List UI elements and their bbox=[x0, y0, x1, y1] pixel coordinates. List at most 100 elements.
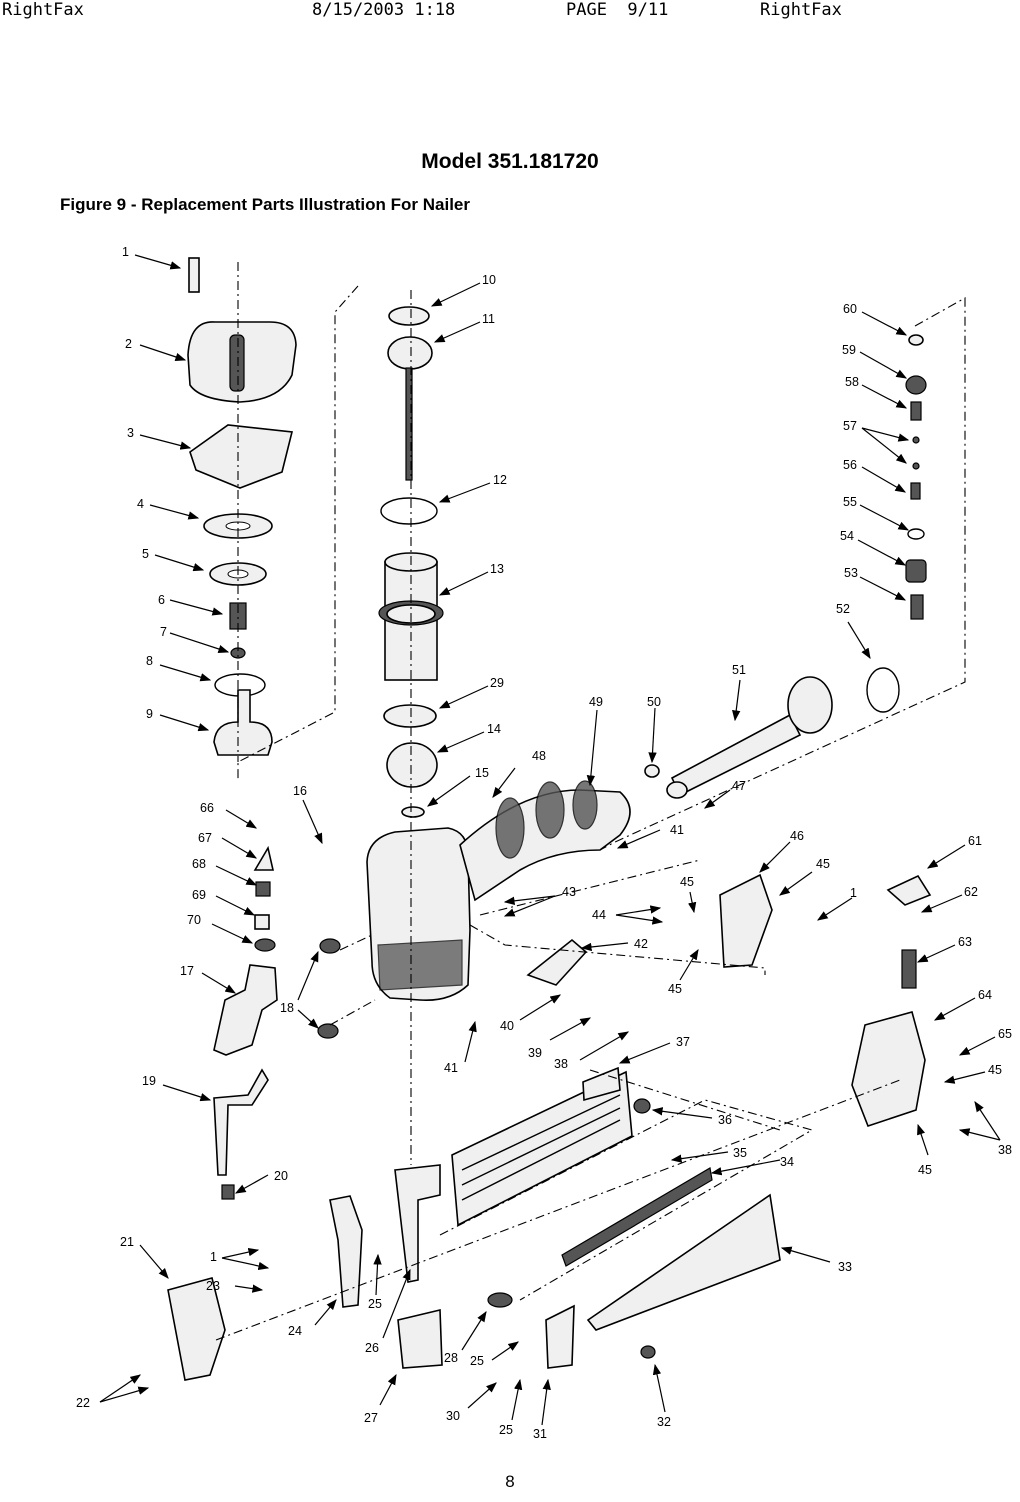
callout-label: 57 bbox=[843, 419, 857, 433]
callout-arrows bbox=[99, 254, 1001, 1426]
callout-label: 33 bbox=[838, 1260, 852, 1274]
seal bbox=[388, 306, 430, 326]
callout-label: 25 bbox=[470, 1354, 484, 1368]
exhaust-deflector bbox=[644, 676, 833, 799]
callout-label: 20 bbox=[274, 1169, 288, 1183]
callout-label: 69 bbox=[192, 888, 206, 902]
callout-label: 48 bbox=[532, 749, 546, 763]
callout-label: 53 bbox=[844, 566, 858, 580]
callout-label: 45 bbox=[918, 1163, 932, 1177]
callout-label: 27 bbox=[364, 1411, 378, 1425]
callout-label: 45 bbox=[680, 875, 694, 889]
callout-label: 30 bbox=[446, 1409, 460, 1423]
callout-label: 41 bbox=[444, 1061, 458, 1075]
fax-header-datetime: 8/15/2003 1:18 bbox=[312, 0, 456, 20]
callout-label: 45 bbox=[988, 1063, 1002, 1077]
callout-labels: 1 2 3 4 5 6 7 8 9 10 11 12 13 29 14 15 1… bbox=[76, 245, 1012, 1441]
callout-label: 34 bbox=[780, 1155, 794, 1169]
callout-label: 64 bbox=[978, 988, 992, 1002]
callout-label: 49 bbox=[589, 695, 603, 709]
trigger-61 bbox=[886, 874, 932, 906]
nose-cover bbox=[167, 1277, 226, 1381]
callout-label: 4 bbox=[137, 497, 144, 511]
callout-label: 35 bbox=[733, 1146, 747, 1160]
callout-label: 11 bbox=[482, 312, 495, 326]
callout-label: 5 bbox=[142, 547, 149, 561]
left-cap-assembly bbox=[187, 257, 297, 756]
fax-header: RightFax 8/15/2003 1:18 PAGE 9/11 RightF… bbox=[0, 0, 1020, 22]
callout-label: 59 bbox=[842, 343, 856, 357]
cap-screw bbox=[188, 257, 200, 293]
drive-guide bbox=[394, 1164, 441, 1283]
callout-label: 7 bbox=[160, 625, 167, 639]
callout-label: 18 bbox=[280, 1001, 294, 1015]
pusher-spring bbox=[561, 1167, 713, 1267]
callout-label: 25 bbox=[368, 1297, 382, 1311]
callout-label: 1 bbox=[122, 245, 129, 259]
callout-label: 67 bbox=[198, 831, 212, 845]
callout-label: 19 bbox=[142, 1074, 156, 1088]
callout-label: 32 bbox=[657, 1415, 671, 1429]
callout-label: 60 bbox=[843, 302, 857, 316]
callout-label: 63 bbox=[958, 935, 972, 949]
right-valve-stack bbox=[866, 334, 927, 713]
callout-label: 51 bbox=[732, 663, 746, 677]
tool-body bbox=[366, 780, 631, 1002]
callout-label: 41 bbox=[670, 823, 684, 837]
bumper-14 bbox=[386, 742, 438, 788]
washer-15 bbox=[401, 806, 425, 818]
bracket-46 bbox=[719, 873, 773, 968]
callout-label: 14 bbox=[487, 722, 501, 736]
callout-label: 65 bbox=[998, 1027, 1012, 1041]
callout-label: 45 bbox=[668, 982, 682, 996]
callout-label: 61 bbox=[968, 834, 982, 848]
callout-label: 42 bbox=[634, 937, 648, 951]
callout-label: 37 bbox=[676, 1035, 690, 1049]
callout-label: 31 bbox=[533, 1427, 547, 1441]
figure-caption: Figure 9 - Replacement Parts Illustratio… bbox=[60, 195, 470, 214]
callout-label: 12 bbox=[493, 473, 507, 487]
callout-label: 38 bbox=[998, 1143, 1012, 1157]
driver-blade bbox=[405, 367, 413, 481]
callout-label: 52 bbox=[836, 602, 850, 616]
callout-label: 25 bbox=[499, 1423, 513, 1437]
fax-header-right: RightFax bbox=[760, 0, 842, 20]
fax-header-page: PAGE 9/11 bbox=[566, 0, 669, 20]
callout-label: 62 bbox=[964, 885, 978, 899]
callout-label: 40 bbox=[500, 1019, 514, 1033]
contact-arm bbox=[329, 1195, 363, 1308]
callout-label: 1 bbox=[210, 1250, 217, 1264]
callout-label: 45 bbox=[816, 857, 830, 871]
callout-label: 8 bbox=[146, 654, 153, 668]
callout-label: 36 bbox=[718, 1113, 732, 1127]
callout-label: 17 bbox=[180, 964, 194, 978]
head-valve bbox=[213, 689, 273, 756]
link-42 bbox=[526, 938, 588, 986]
callout-label: 44 bbox=[592, 908, 606, 922]
callout-label: 50 bbox=[647, 695, 661, 709]
callout-label: 54 bbox=[840, 529, 854, 543]
callout-label: 16 bbox=[293, 784, 307, 798]
callout-label: 47 bbox=[732, 779, 746, 793]
callout-label: 13 bbox=[490, 562, 504, 576]
callout-label: 28 bbox=[444, 1351, 458, 1365]
callout-label: 21 bbox=[120, 1235, 134, 1249]
callout-label: 3 bbox=[127, 426, 134, 440]
callout-label: 39 bbox=[528, 1046, 542, 1060]
callout-label: 2 bbox=[125, 337, 132, 351]
latch-plate bbox=[397, 1308, 443, 1369]
callout-label: 70 bbox=[187, 913, 201, 927]
page-title: Model 351.181720 bbox=[421, 150, 599, 173]
callout-label: 56 bbox=[843, 458, 857, 472]
piston bbox=[387, 336, 433, 370]
callout-label: 29 bbox=[490, 676, 504, 690]
callout-label: 38 bbox=[554, 1057, 568, 1071]
callout-label: 43 bbox=[562, 885, 576, 899]
side-plate bbox=[851, 1011, 926, 1127]
ring-29 bbox=[383, 704, 437, 728]
trigger-assembly bbox=[213, 845, 341, 1200]
trigger bbox=[213, 964, 278, 1056]
page-number: 8 bbox=[505, 1472, 515, 1491]
callout-label: 24 bbox=[288, 1324, 302, 1338]
